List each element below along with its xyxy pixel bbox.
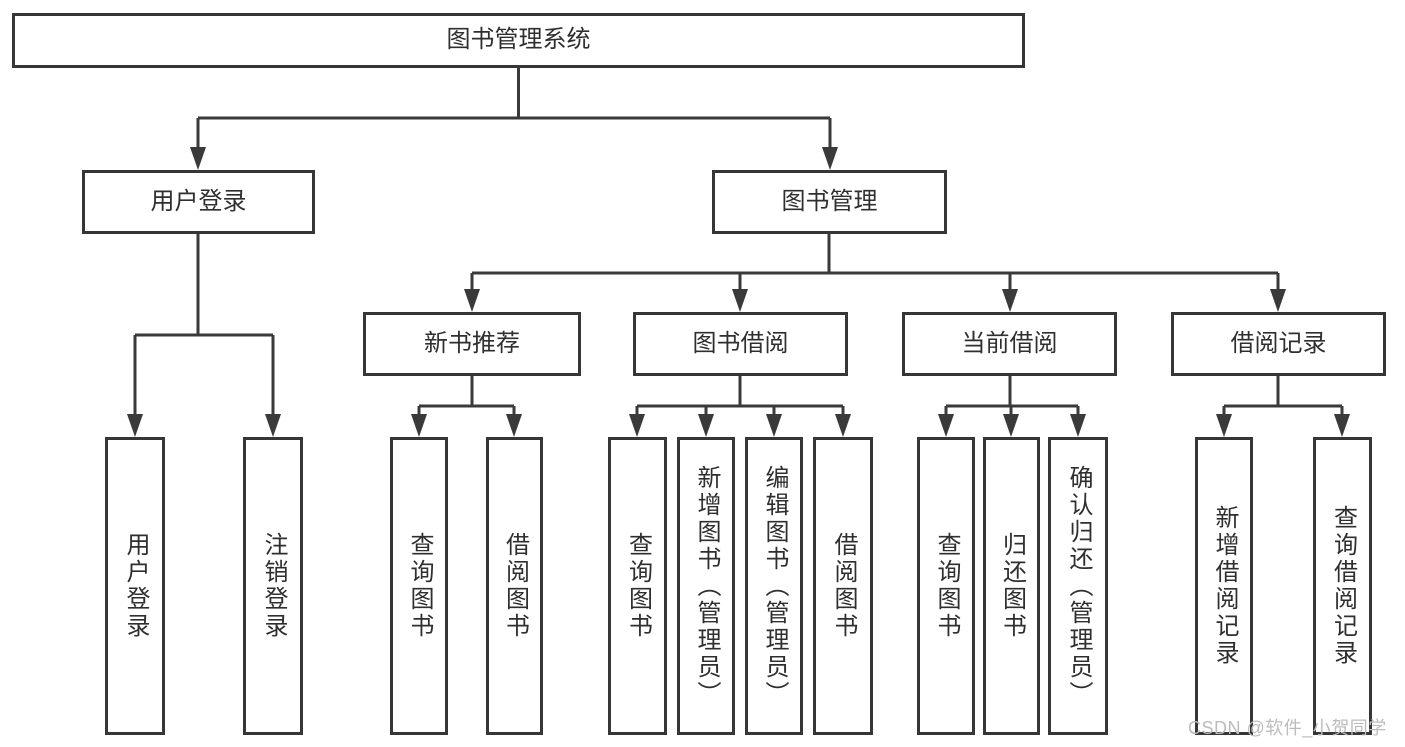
leaf-borrow-books-recommend: 借阅图书	[486, 437, 543, 735]
arrowhead-icon	[506, 414, 522, 437]
arrowhead-icon	[190, 147, 206, 170]
leaf-query-books-borrowing: 查询图书	[608, 437, 667, 735]
arrowhead-icon	[1334, 414, 1350, 437]
csdn-watermark: CSDN @软件_小贺同学	[1188, 718, 1387, 738]
arrowhead-icon	[732, 289, 748, 312]
leaf-user-login: 用户登录	[105, 437, 165, 735]
node-new-book-recommend: 新书推荐	[363, 312, 581, 376]
arrowhead-icon	[1003, 414, 1019, 437]
arrowhead-icon	[1002, 289, 1018, 312]
node-root-library-system: 图书管理系统	[12, 13, 1025, 68]
node-current-borrowing: 当前借阅	[902, 312, 1117, 376]
leaf-borrow-books: 借阅图书	[813, 437, 873, 735]
leaf-add-borrow-record: 新增借阅记录	[1195, 437, 1253, 735]
arrowhead-icon	[835, 414, 851, 437]
arrowhead-icon	[1070, 414, 1086, 437]
arrowhead-icon	[629, 414, 645, 437]
node-user-login: 用户登录	[82, 170, 315, 234]
arrowhead-icon	[411, 414, 427, 437]
leaf-add-books-admin: 新增图书（管理员）	[677, 437, 735, 735]
arrowhead-icon	[822, 147, 838, 170]
arrowhead-icon	[766, 414, 782, 437]
node-borrow-records: 借阅记录	[1171, 312, 1386, 376]
leaf-logout: 注销登录	[243, 437, 303, 735]
leaf-return-books: 归还图书	[983, 437, 1040, 735]
arrowhead-icon	[1270, 289, 1286, 312]
arrowhead-icon	[938, 414, 954, 437]
arrowhead-icon	[698, 414, 714, 437]
node-book-borrowing: 图书借阅	[633, 312, 848, 376]
leaf-query-books-current: 查询图书	[917, 437, 975, 735]
leaf-query-borrow-record: 查询借阅记录	[1313, 437, 1372, 735]
node-book-management: 图书管理	[712, 170, 947, 234]
leaf-query-books-recommend: 查询图书	[390, 437, 448, 735]
arrowhead-icon	[1216, 414, 1232, 437]
arrowhead-icon	[265, 414, 281, 437]
arrowhead-icon	[127, 414, 143, 437]
arrowhead-icon	[464, 289, 480, 312]
leaf-edit-books-admin: 编辑图书（管理员）	[745, 437, 803, 735]
leaf-confirm-return-admin: 确认归还（管理员）	[1048, 437, 1108, 735]
